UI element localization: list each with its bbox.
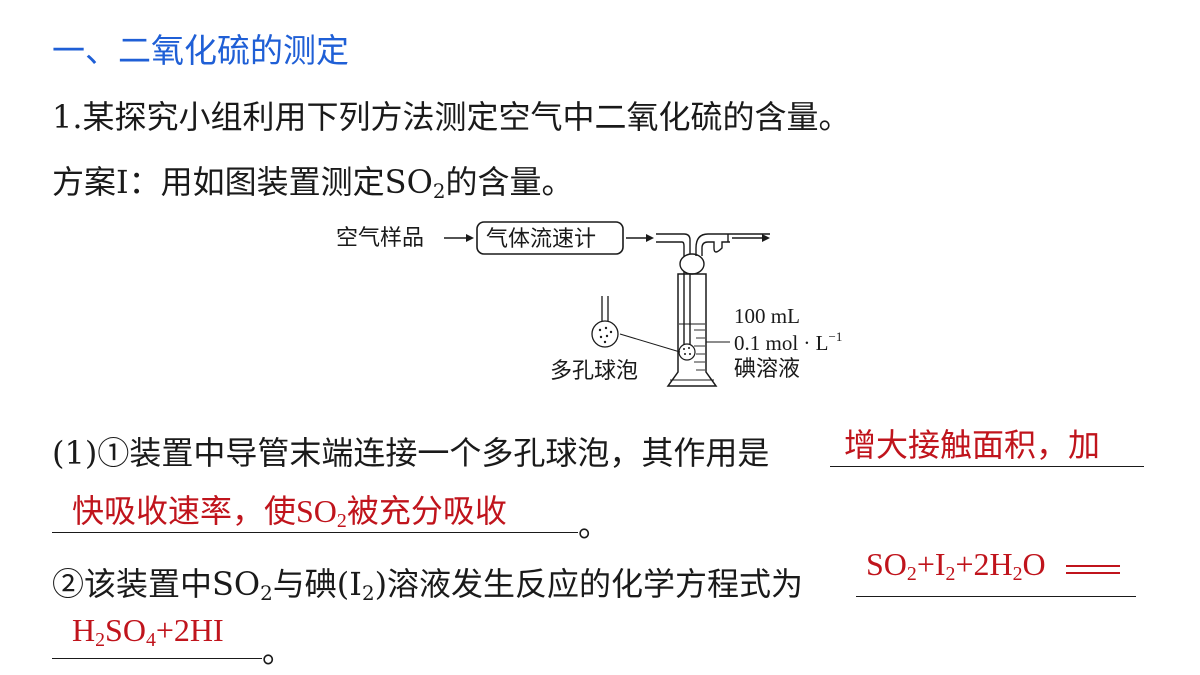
q1-prompt: (1)①装置中导管末端连接一个多孔球泡，其作用是 — [52, 434, 770, 472]
solution-conc-text: 0.1 mol · L — [734, 331, 829, 355]
section-heading: 一、二氧化硫的测定 — [52, 31, 349, 70]
air-sample-label: 空气样品 — [336, 226, 424, 251]
end-punct-2: 。 — [262, 632, 295, 670]
eq-so4-sub: 4 — [145, 628, 156, 651]
q2-p3: )溶液发生反应的化学方程式为 — [374, 565, 804, 603]
q2-p2: 与碘(I — [272, 565, 362, 603]
eq-h: +2H — [955, 546, 1013, 582]
solution-concentration: 0.1 mol · L−1 — [734, 329, 842, 355]
eq-so: SO — [866, 546, 907, 582]
solution-name: 碘溶液 — [734, 357, 800, 382]
porous-bulb-icon — [591, 320, 619, 348]
apparatus-diagram: 空气样品 气体流速计 多孔球泡 100 mL 0.1 mol · L−1 碘溶液 — [336, 221, 842, 387]
answer-1-line2-a: 快吸收速率，使SO — [72, 493, 337, 529]
eq-2hi: +2HI — [155, 612, 224, 648]
bottle-graduations — [670, 329, 714, 381]
answer-blank-2b — [52, 658, 262, 659]
answer-1-line2: 快吸收速率，使SO2被充分吸收 — [72, 486, 507, 532]
absorption-bottle — [666, 273, 718, 387]
arrow-head-3 — [762, 234, 770, 242]
answer-1-line1: 增大接触面积，加 — [844, 427, 1101, 463]
eq-so-sub: 2 — [906, 562, 917, 585]
answer-1-line2-b: 被充分吸收 — [346, 493, 507, 529]
end-punct-1: 。 — [578, 506, 611, 544]
bulb-pointer-line — [619, 333, 681, 353]
answer-blank-1b — [52, 532, 578, 533]
eq-o: O — [1022, 546, 1046, 582]
eq-h2-sub: 2 — [95, 628, 106, 651]
q2-p2-sub: 2 — [361, 581, 375, 605]
inlet-tube — [656, 233, 691, 352]
flowmeter-box — [476, 221, 624, 255]
equation-line1: SO2+I2+2H2O — [866, 546, 1046, 585]
scheme-text: 方案I：用如图装置测定SO — [52, 163, 433, 201]
porous-bulb-dots — [598, 326, 613, 344]
q2-p1-sub: 2 — [260, 581, 273, 605]
eq-i: +I — [916, 546, 946, 582]
solution-conc-exp: −1 — [829, 329, 843, 344]
arrow-head-2 — [646, 234, 654, 242]
q2-prompt: ②该装置中SO2与碘(I2)溶液发生反应的化学方程式为 — [52, 559, 803, 605]
eq-h2: H — [72, 612, 96, 648]
bottle-stopper — [679, 253, 705, 275]
question-intro: 1.某探究小组利用下列方法测定空气中二氧化硫的含量。 — [52, 98, 851, 136]
scheme-line: 方案I：用如图装置测定SO2的含量。 — [52, 157, 573, 203]
porous-bulb-label: 多孔球泡 — [550, 359, 638, 384]
equals-double-line-icon — [1066, 565, 1120, 574]
scheme-sub: 2 — [432, 179, 446, 203]
bulb-pores — [683, 347, 691, 355]
answer-1-line2-sub: 2 — [336, 509, 347, 532]
arrow-head-1 — [466, 234, 474, 242]
outlet-tube — [695, 233, 770, 256]
eq-so4: SO — [105, 612, 146, 648]
porous-bulb-in-bottle — [678, 343, 696, 361]
eq-i-sub: 2 — [945, 562, 956, 585]
solution-volume: 100 mL — [734, 304, 800, 328]
q2-p1: ②该装置中SO — [52, 565, 261, 603]
eq-h-sub: 2 — [1012, 562, 1023, 585]
scheme-suffix: 的含量。 — [445, 163, 574, 201]
equation-line2: H2SO4+2HI — [72, 612, 224, 651]
answer-blank-1a — [830, 466, 1144, 467]
flowmeter-label: 气体流速计 — [486, 227, 596, 252]
answer-blank-2a — [856, 596, 1136, 597]
